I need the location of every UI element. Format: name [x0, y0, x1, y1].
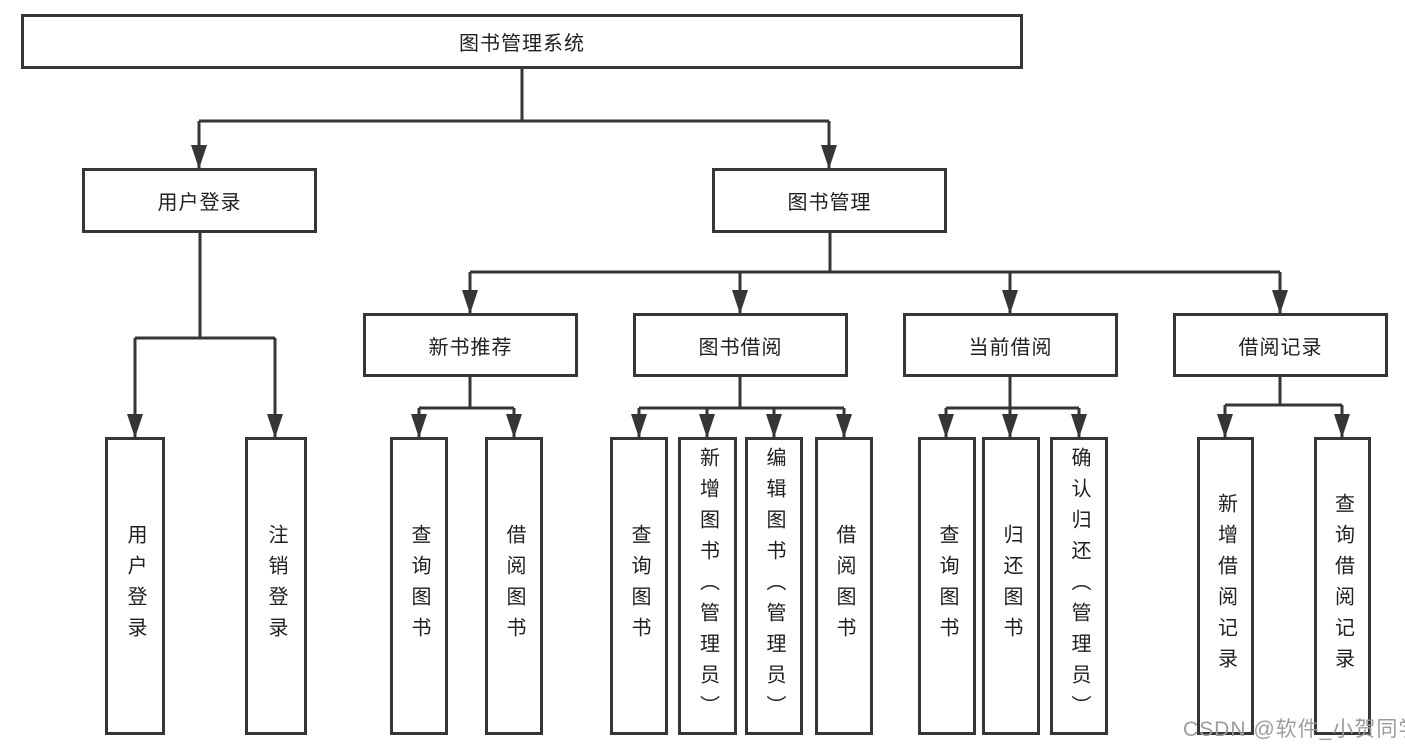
leaf-add-borrow-record: 新增借阅记录	[1197, 437, 1254, 735]
leaf-user-login-label: 用户登录	[124, 524, 146, 648]
csdn-watermark: CSDN @软件_小贺同学	[1183, 718, 1405, 741]
leaf-borrow-books-recommend-label: 借阅图书	[503, 524, 525, 648]
node-user-login: 用户登录	[82, 168, 317, 233]
leaf-query-borrow-record: 查询借阅记录	[1314, 437, 1371, 735]
leaf-borrow-books-label: 借阅图书	[833, 524, 855, 648]
leaf-query-borrow-record-label: 查询借阅记录	[1331, 493, 1354, 679]
leaf-query-books-current: 查询图书	[918, 437, 976, 735]
leaf-logout-label: 注销登录	[265, 524, 287, 648]
leaf-return-books: 归还图书	[982, 437, 1040, 735]
leaf-query-books-borrow-label: 查询图书	[628, 524, 650, 648]
node-borrow-records-label: 借阅记录	[1238, 336, 1323, 359]
node-borrow-records: 借阅记录	[1173, 313, 1388, 377]
leaf-query-books-recommend-label: 查询图书	[408, 524, 430, 648]
node-new-book-recommend: 新书推荐	[363, 313, 578, 377]
node-library-system: 图书管理系统	[21, 14, 1023, 69]
leaf-logout: 注销登录	[245, 437, 307, 735]
node-book-borrow-label: 图书借阅	[698, 336, 783, 359]
node-new-book-recommend-label: 新书推荐	[428, 336, 513, 359]
node-book-management-label: 图书管理	[787, 192, 872, 214]
leaf-edit-books-admin-label: 编辑图书（管理员）	[763, 446, 785, 726]
leaf-return-books-label: 归还图书	[1000, 524, 1022, 648]
node-library-system-label: 图书管理系统	[459, 33, 585, 55]
leaf-add-books-admin-label: 新增图书（管理员）	[696, 446, 719, 726]
leaf-query-books-recommend: 查询图书	[390, 437, 448, 735]
node-book-management: 图书管理	[712, 168, 947, 233]
leaf-query-books-current-label: 查询图书	[936, 524, 958, 648]
node-user-login-label: 用户登录	[157, 192, 242, 214]
leaf-add-borrow-record-label: 新增借阅记录	[1214, 493, 1237, 679]
leaf-borrow-books-recommend: 借阅图书	[485, 437, 543, 735]
leaf-query-books-borrow: 查询图书	[610, 437, 668, 735]
leaf-borrow-books: 借阅图书	[815, 437, 873, 735]
leaf-user-login: 用户登录	[105, 437, 165, 735]
leaf-edit-books-admin: 编辑图书（管理员）	[745, 437, 803, 735]
leaf-confirm-return-admin-label: 确认归还（管理员）	[1068, 446, 1090, 726]
node-book-borrow: 图书借阅	[633, 313, 848, 377]
leaf-confirm-return-admin: 确认归还（管理员）	[1050, 437, 1108, 735]
node-current-borrow: 当前借阅	[903, 313, 1118, 377]
leaf-add-books-admin: 新增图书（管理员）	[678, 437, 737, 735]
node-current-borrow-label: 当前借阅	[968, 336, 1053, 359]
